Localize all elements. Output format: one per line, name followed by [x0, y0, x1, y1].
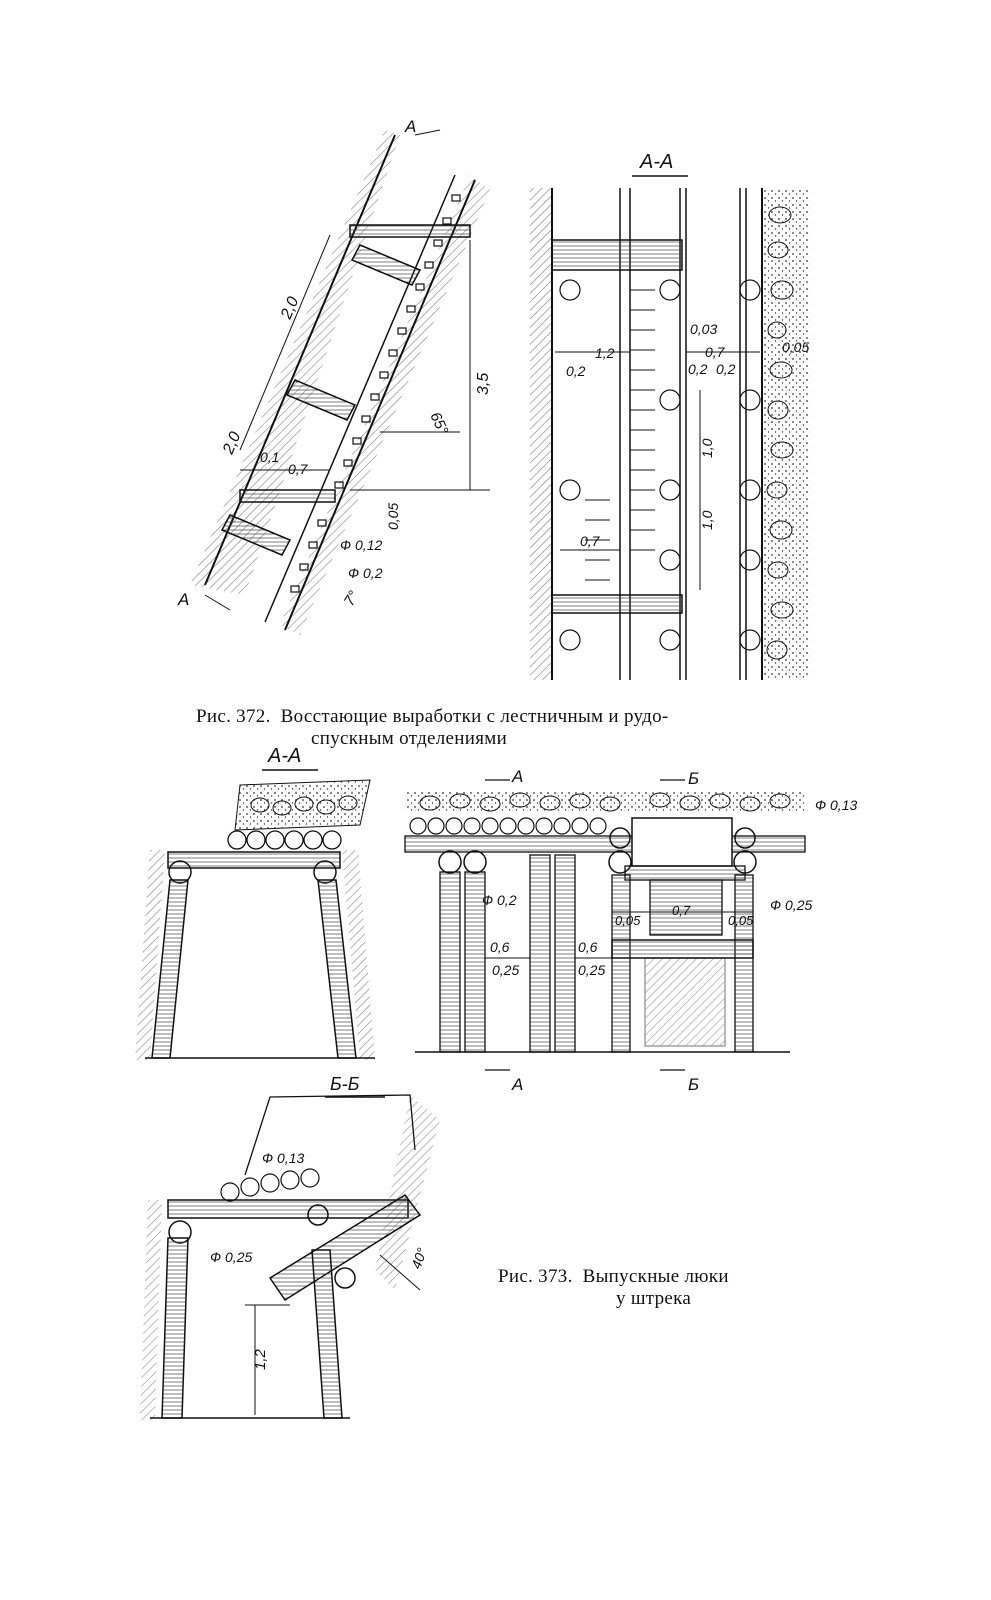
fig372-d-01: 0,1 [260, 449, 279, 465]
fig373-d-06-left: 0,6 [490, 939, 510, 955]
fig373-d-07: 0,7 [672, 903, 691, 918]
fig372-caption-line2: спускным отделениями [311, 728, 508, 749]
fig373-cut-b-top: Б [688, 769, 699, 788]
fig373-d-005-right: 0,05 [728, 913, 754, 928]
fig373-section-bb: Б-Б Ф 0,13 Ф 0,25 1,2 40° [140, 1074, 440, 1420]
fig373-bb-phi-025: Ф 0,25 [210, 1249, 252, 1265]
fig373-caption-line1: Выпускные люки [582, 1266, 729, 1287]
fig373-cut-a-top: А [511, 767, 523, 786]
fig372-w-02-left: 0,2 [566, 363, 586, 379]
fig372-section-aa: А-А [530, 151, 810, 680]
fig372-label-a-bottom: А [177, 590, 189, 609]
fig373-phi-025: Ф 0,25 [770, 897, 812, 913]
fig373-bb-height: 1,2 [252, 1348, 269, 1370]
fig372-h-10-lower: 1,0 [699, 510, 715, 530]
fig372-angle-main: 65° [426, 410, 451, 438]
fig372-height: 3,5 [475, 373, 492, 395]
fig373-cut-b-bottom: Б [688, 1075, 699, 1094]
fig372-w-003: 0,03 [690, 321, 717, 337]
fig373-aa-title: А-А [267, 745, 301, 767]
fig372-len-lower: 2,0 [220, 429, 245, 457]
fig372-phi-02: Ф 0,2 [348, 565, 383, 581]
fig373-d-025-left: 0,25 [492, 962, 519, 978]
fig373-d-005-left: 0,05 [615, 913, 641, 928]
fig372-caption: Рис. 372. Восстающие выработки с лестничн… [196, 706, 816, 750]
fig373-d-06-right: 0,6 [578, 939, 598, 955]
fig372-caption-line1: Восстающие выработки с лестничным и рудо… [280, 706, 669, 727]
fig373-d-025-right: 0,25 [578, 962, 605, 978]
fig372-w-005: 0,05 [782, 339, 809, 355]
fig372-w-02-a: 0,2 [688, 361, 708, 377]
fig372-inclined-section: А А 2,0 2,0 3,5 65° 7° 0,1 0,7 0,05 Ф 0,… [177, 117, 492, 635]
fig372-caption-prefix: Рис. 372. [196, 706, 271, 727]
fig372-d-005: 0,05 [385, 503, 401, 530]
fig373-bb-title: Б-Б [330, 1074, 360, 1094]
fig373-section-aa: А-А [135, 745, 375, 1060]
fig373-caption: Рис. 373. Выпускные люки у штрека [498, 1266, 828, 1310]
fig373-front-view: А Б А Б Ф 0,13 [404, 767, 857, 1094]
fig372-w-07-ladder: 0,7 [580, 533, 601, 549]
fig372-aa-title: А-А [639, 151, 673, 173]
fig372-w-12: 1,2 [595, 345, 615, 361]
fig373-phi-013: Ф 0,13 [815, 797, 857, 813]
fig373-bb-angle: 40° [408, 1245, 430, 1271]
fig372-len-upper: 2,0 [278, 294, 303, 322]
fig373-cut-a-bottom: А [511, 1075, 523, 1094]
fig372-w-02-b: 0,2 [716, 361, 736, 377]
fig373-bb-phi-013: Ф 0,13 [262, 1150, 304, 1166]
fig373-phi-02: Ф 0,2 [482, 892, 517, 908]
fig372-angle-small: 7° [341, 588, 363, 609]
fig372-label-a-top: А [404, 117, 416, 136]
fig373-caption-prefix: Рис. 373. [498, 1266, 573, 1287]
fig372-phi-012: Ф 0,12 [340, 537, 382, 553]
fig373-caption-line2: у штрека [616, 1288, 692, 1309]
fig372-d-07: 0,7 [288, 461, 309, 477]
fig372-h-10-upper: 1,0 [699, 438, 715, 458]
fig372-w-07: 0,7 [705, 344, 726, 360]
